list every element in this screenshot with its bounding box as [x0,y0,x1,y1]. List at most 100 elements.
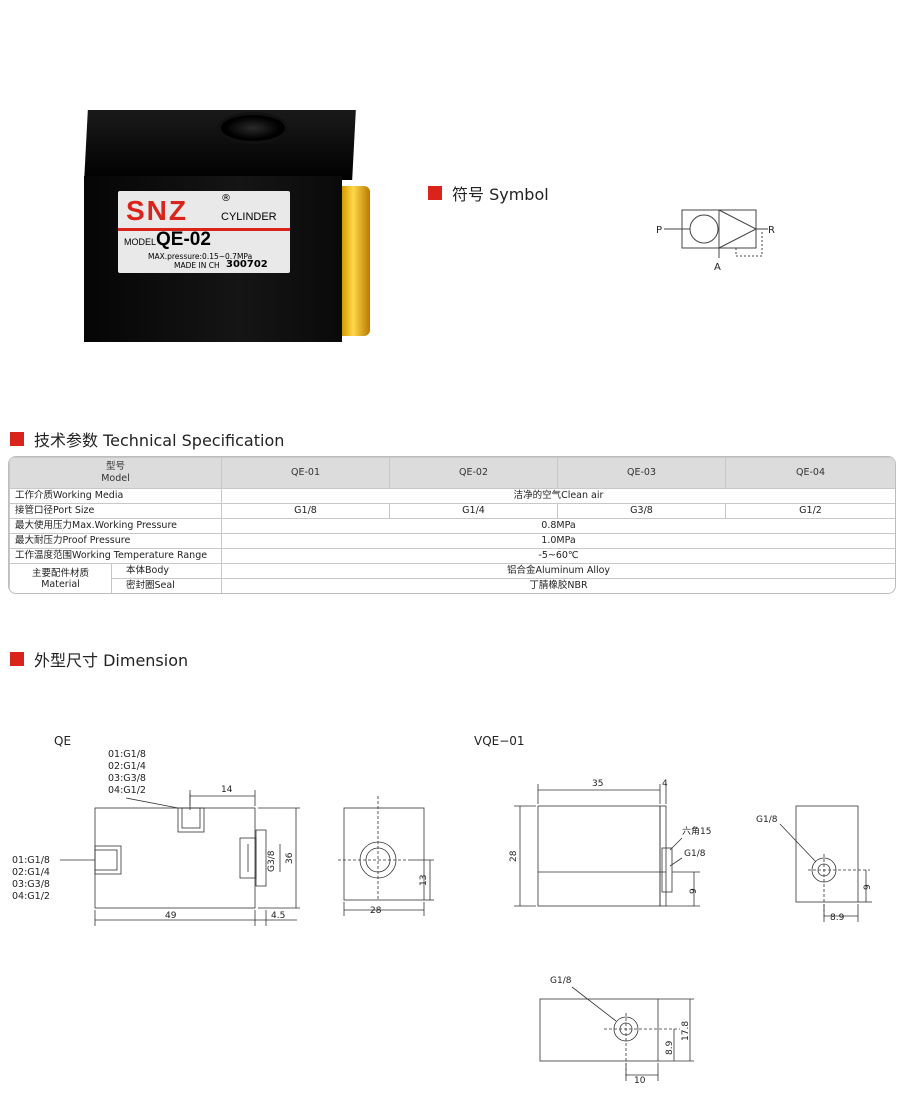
port-value-2: G1/4 [389,503,558,519]
made-in-text: MADE IN CH [174,261,220,270]
dimension-heading: 外型尺寸 Dimension [10,647,188,671]
proof-pressure-label: 最大耐压力Proof Pressure [9,533,222,549]
qe-dim-h: 36 [285,852,295,864]
max-pressure-value: 0.8MPa [221,518,895,534]
temp-label: 工作温度范围Working Temperature Range [9,548,222,564]
vqe-dim-h: 28 [509,850,519,862]
qe-dim-w: 28 [370,906,382,916]
heading-square-icon [10,652,24,666]
port-hole [218,112,288,144]
body-value: 铝合金Aluminum Alloy [221,563,895,579]
qe-dim-top: 14 [221,785,233,795]
model-header-cell: 型号 Model [9,457,222,489]
cylinder-text: CYLINDER [221,211,277,223]
table-row: 主要配件材质 Material 本体Body 铝合金Aluminum Alloy [9,563,895,593]
vqe-title: VQE−01 [474,734,525,748]
valve-block-top [84,110,356,180]
proof-pressure-value: 1.0MPa [221,533,895,549]
symbol-heading-text: 符号 Symbol [452,185,549,204]
port-list-item: 01:G1/8 [12,855,50,866]
vqe-dim-thk: 4 [662,779,668,789]
vqe-dim-off: 9 [689,888,699,894]
material-label-cn: 主要配件材质 [31,567,89,579]
table-row: 最大使用压力Max.Working Pressure 0.8MPa [9,518,895,534]
port-value-3: G3/8 [557,503,726,519]
port-value-1: G1/8 [221,503,390,519]
dimension-heading-text: 外型尺寸 Dimension [34,651,189,670]
port-value-4: G1/2 [725,503,895,519]
table-row: 工作介质Working Media 洁净的空气Clean air [9,488,895,504]
spec-heading-text: 技术参数 Technical Specification [34,431,285,450]
vqe-front-drawing: 35 4 28 六角15 G1/8 9 [509,779,711,907]
model-col-3: QE-03 [557,457,726,489]
qe-top-port-list: 01:G1/8 02:G1/4 03:G3/8 04:G1/2 [108,749,146,797]
vqe-dim-g18: G1/8 [684,849,706,859]
table-row: 最大耐压力Proof Pressure 1.0MPa [9,533,895,549]
media-label: 工作介质Working Media [9,488,222,504]
port-list-item: 02:G1/4 [108,761,146,772]
model-label-en: Model [101,473,130,484]
table-row: 密封圈Seal 丁腈橡胶NBR [10,578,895,593]
symbol-port-p: P [656,225,662,236]
material-label-en: Material [41,578,80,590]
qe-dim-c: 13 [419,875,429,886]
qe-title: QE [54,734,72,748]
port-list-item: 02:G1/4 [12,867,50,878]
temp-value: -5~60℃ [221,548,895,564]
qe-dim-side: 4.5 [271,911,285,921]
port-list-item: 04:G1/2 [12,891,50,902]
spec-header-row: 型号 Model QE-01 QE-02 QE-03 QE-04 [9,457,895,489]
port-list-item: 01:G1/8 [108,749,146,760]
seal-value: 丁腈橡胶NBR [221,578,895,593]
label-red-line [118,228,290,231]
media-value: 洁净的空气Clean air [221,488,895,504]
port-list-item: 03:G3/8 [12,879,50,890]
model-col-4: QE-04 [725,457,895,489]
vqe-bottom-drawing: G1/8 10 8.9 17.8 [539,976,694,1086]
spec-table: 型号 Model QE-01 QE-02 QE-03 QE-04 工作介质Wor… [9,457,895,593]
symbol-heading: 符号 Symbol [428,181,549,205]
vqe-side-drawing: G1/8 8.9 9 [756,805,873,923]
port-list-item: 04:G1/2 [108,785,146,796]
table-row: 工作温度范围Working Temperature Range -5~60℃ [9,548,895,564]
brass-fitting [342,186,370,336]
model-prefix: MODEL [124,237,157,247]
heading-square-icon [10,432,24,446]
model-number: QE-02 [156,229,211,250]
pneumatic-symbol: P R A [656,209,775,273]
body-label: 本体Body [111,563,222,579]
port-label: 接管口径Port Size [9,503,222,519]
bottom-dim-w: 10 [634,1076,646,1086]
model-col-1: QE-01 [221,457,390,489]
vqe-dim-hex: 六角15 [682,825,711,837]
port-list-item: 03:G3/8 [108,773,146,784]
symbol-port-r: R [768,225,775,236]
product-label: SNZ ® CYLINDER MODEL QE-02 MAX.pressure:… [118,191,290,273]
qe-side-port-list: 01:G1/8 02:G1/4 03:G3/8 04:G1/2 [12,855,50,903]
qe-dim-len: 49 [165,911,177,921]
vqe-dim-len: 35 [592,779,603,789]
qe-dim-g38: G3/8 [267,850,277,872]
model-col-2: QE-02 [389,457,558,489]
vqe-side-off: 9 [863,884,873,890]
pressure-text: MAX.pressure:0.15~0.7MPa [148,252,253,261]
qe-side-drawing: 28 13 [338,796,434,916]
serial-number: 300702 [226,259,268,270]
vqe-dim-w: 8.9 [830,913,845,923]
material-label: 主要配件材质 Material [9,563,112,593]
bottom-dim-h1: 8.9 [665,1040,675,1055]
bottom-g18: G1/8 [550,976,572,986]
symbol-port-a: A [714,262,721,273]
table-row: 接管口径Port Size G1/8 G1/4 G3/8 G1/2 [9,503,895,519]
registered-mark: ® [221,193,231,204]
seal-label: 密封圈Seal [111,578,222,593]
heading-square-icon [428,186,442,200]
brand-logo: SNZ [126,195,188,226]
spec-heading: 技术参数 Technical Specification [10,427,284,451]
bottom-dim-h2: 17.8 [681,1021,691,1041]
spec-table-frame: 型号 Model QE-01 QE-02 QE-03 QE-04 工作介质Wor… [8,456,896,594]
vqe-side-g18: G1/8 [756,815,778,825]
model-label-cn: 型号 [105,461,125,472]
max-pressure-label: 最大使用压力Max.Working Pressure [9,518,222,534]
qe-front-drawing: 14 49 4.5 G3/8 36 [60,785,300,926]
